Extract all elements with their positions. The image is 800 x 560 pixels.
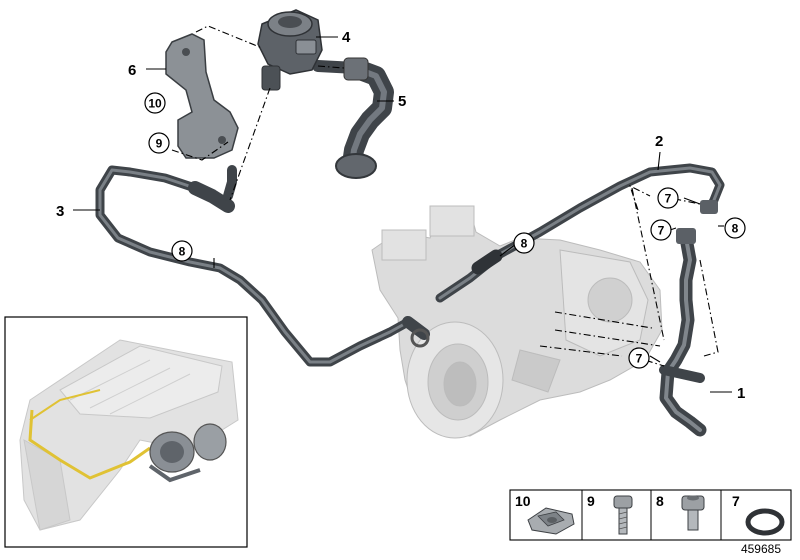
coolant-hose-5 [312, 60, 394, 174]
banjo-fitting-icon [700, 200, 718, 214]
assembly-lines [171, 25, 719, 367]
callout-5: 5 [398, 93, 406, 110]
legend-part-7-number: 7 [732, 493, 740, 509]
engine-overview-inset [4, 316, 248, 548]
callout-9: 9 [156, 137, 163, 151]
o-ring-icon [745, 508, 785, 536]
callout-7-middle: 7 [658, 224, 665, 238]
bracket-6 [165, 33, 239, 159]
callout-8-right: 8 [732, 222, 739, 236]
turbocharger-ghost [371, 205, 663, 439]
legend-part-10-number: 10 [515, 493, 531, 509]
callout-7-lower: 7 [636, 352, 643, 366]
callout-8-left: 8 [179, 245, 186, 259]
callout-10: 10 [148, 97, 162, 111]
callout-1: 1 [737, 385, 745, 402]
callout-6: 6 [128, 62, 136, 79]
document-number: 459685 [741, 542, 781, 556]
hose-connector-icon [335, 153, 377, 179]
hose-clamp-icon [410, 328, 430, 348]
callout-7-upper: 7 [665, 192, 672, 206]
legend-part-9-number: 9 [587, 493, 595, 509]
legend-part-8-number: 8 [656, 493, 664, 509]
callouts: 4 5 6 3 2 1 10 9 7 7 7 8 8 8 [56, 29, 746, 402]
spring-nut-icon [527, 507, 575, 535]
callout-8-middle: 8 [521, 237, 528, 251]
hex-bolt-icon [613, 495, 633, 535]
coolant-line-3 [95, 165, 430, 367]
leader-lines [73, 36, 732, 393]
socket-head-bolt-icon [681, 495, 705, 531]
callout-2: 2 [655, 133, 663, 150]
coolant-line-2 [435, 163, 725, 303]
callout-3: 3 [56, 203, 64, 220]
coolant-line-1 [659, 231, 707, 437]
clip-connector-icon [343, 57, 369, 81]
hose-fitting-icon [676, 228, 696, 244]
small-parts-legend: 10 9 8 7 [509, 489, 792, 541]
callout-4: 4 [342, 29, 351, 46]
electric-water-pump-4 [257, 9, 323, 91]
